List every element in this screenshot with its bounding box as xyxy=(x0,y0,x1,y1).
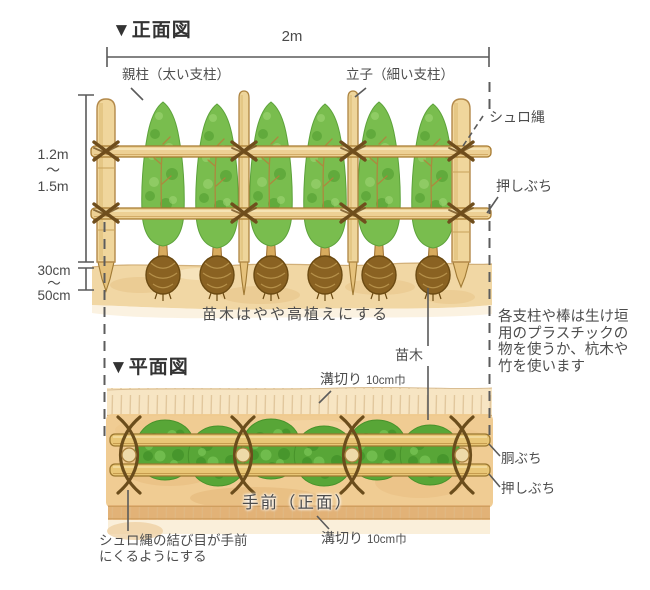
plan-view-title: ▼平面図 xyxy=(109,357,189,378)
pointer-press-batten-plan xyxy=(488,473,501,488)
dimension-lines xyxy=(78,47,501,531)
pointer-groove-top xyxy=(318,390,332,404)
groove-top-size: 10cm巾 xyxy=(366,375,406,387)
press-batten-front-label: 押しぶち xyxy=(496,178,553,194)
press-batten-plan-label: 押しぶち xyxy=(501,481,556,496)
planting-note: 苗木はやや高植えにする xyxy=(202,306,390,323)
pointer-main-post xyxy=(130,87,144,101)
pointer-palm-rope xyxy=(462,115,484,147)
dim-2m-line xyxy=(106,47,490,67)
posts xyxy=(96,90,471,263)
plan-rails xyxy=(109,433,491,477)
dim-depth-label: 30cm 〜 50cm xyxy=(37,263,71,303)
body-batten-label: 胴ぶち xyxy=(501,451,542,466)
front-view-title: ▼正面図 xyxy=(112,20,192,41)
pointer-thin-post xyxy=(354,87,367,98)
dim-depth-line xyxy=(78,267,94,291)
sapling-label: 苗木 xyxy=(395,347,423,363)
groove-bottom-label: 溝切り 10cm巾 xyxy=(321,530,407,548)
thin-post-label: 立子（細い支柱） xyxy=(346,67,454,82)
dim-height-line xyxy=(78,94,94,263)
front-side-label: 手前（正面） xyxy=(242,494,353,512)
hedge-trees xyxy=(141,101,455,249)
plan-rail-oshibuchi xyxy=(109,463,491,477)
groove-bottom-text: 溝切り xyxy=(321,530,363,546)
knot-note: シュロ縄の結び目が手前 にくるようにする xyxy=(99,533,248,564)
groove-top-label: 溝切り 10cm巾 xyxy=(320,371,406,389)
pointer-groove-bottom xyxy=(316,515,330,530)
guide-dashed-lines xyxy=(103,82,491,442)
stake-tips xyxy=(97,261,470,296)
pointer-body-batten xyxy=(488,443,501,457)
support-material-note: 各支柱や棒は生け垣 用のプラスチックの 物を使うか、杭木や 竹を使います xyxy=(498,309,629,375)
groove-bottom-size: 10cm巾 xyxy=(367,534,407,546)
dim-height-label: 1.2m 〜 1.5m xyxy=(37,146,69,194)
groove-top-text: 溝切り xyxy=(320,371,362,387)
main-post-label: 親柱（太い支柱） xyxy=(122,67,230,82)
front-rails xyxy=(90,145,492,220)
plan-rail-dobuchi xyxy=(109,433,491,447)
dim-2m-label: 2m xyxy=(281,28,303,45)
palm-rope-label: シュロ縄 xyxy=(489,109,545,125)
